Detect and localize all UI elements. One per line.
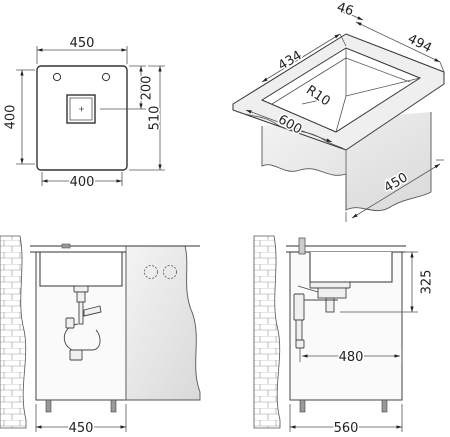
- front-leg-left: [45, 399, 52, 413]
- dim-thickness: 46: [335, 0, 355, 19]
- sink-outline: [36, 65, 128, 171]
- dim-cabinet-width-front: 450: [69, 421, 94, 436]
- front-view: 450: [0, 235, 201, 437]
- iso-view: 46 434 494 R10 600 450: [232, 0, 445, 222]
- dim-right-outer: 510: [148, 106, 163, 131]
- dim-top-width: 450: [70, 36, 95, 51]
- bowl-outline: [66, 94, 96, 124]
- tap-hole-left: [52, 72, 62, 82]
- side-drain-trap: [293, 281, 351, 349]
- front-wall: [0, 235, 27, 429]
- front-hole-2: [163, 265, 177, 279]
- dim-bowl-depth: 325: [420, 270, 435, 295]
- side-leg-right: [381, 399, 388, 413]
- dim-left-height: 400: [4, 105, 19, 130]
- dim-bottom-width: 400: [70, 175, 95, 190]
- side-leg-left: [299, 399, 306, 413]
- dim-drain-offset: 480: [339, 350, 364, 365]
- dim-cabinet-depth: 560: [334, 421, 359, 436]
- side-wall: [253, 235, 281, 429]
- bowl-inner: [69, 97, 93, 121]
- side-bowl: [309, 252, 393, 283]
- front-leg-right: [110, 399, 117, 413]
- side-view: 325 480 560: [253, 235, 436, 437]
- top-view: 450 400 400 200 510: [2, 35, 165, 192]
- front-bowl: [39, 251, 123, 287]
- drain-cross: [79, 106, 84, 112]
- front-drain-trap: [63, 285, 102, 361]
- front-countertop: [125, 245, 201, 401]
- tap-hole-right: [101, 72, 111, 82]
- dim-right-inner: 200: [140, 76, 155, 101]
- front-hole-1: [144, 265, 158, 279]
